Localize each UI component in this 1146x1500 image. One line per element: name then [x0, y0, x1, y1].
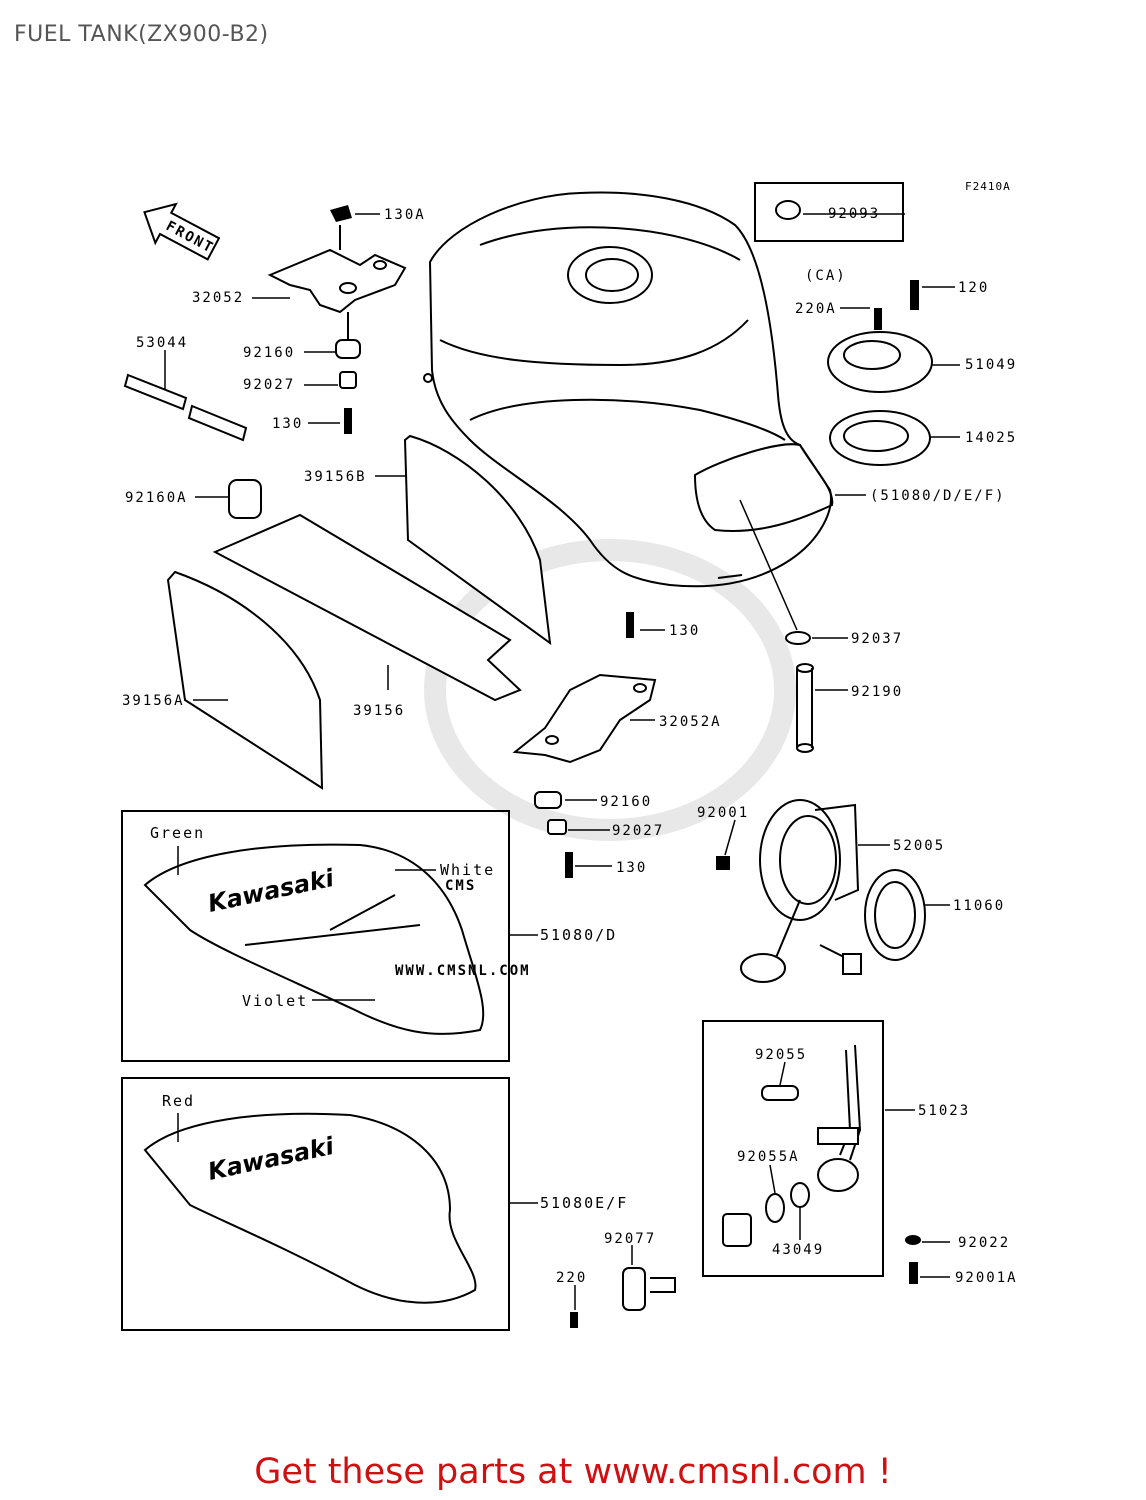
decal-inset-top — [121, 810, 510, 1062]
label-92022: 92022 — [958, 1235, 1010, 1251]
shop-callout-link[interactable]: Get these parts at www.cmsnl.com ! — [254, 1452, 892, 1492]
decal-top-logo: Kawasaki — [205, 864, 337, 918]
label-51080-def: (51080/D/E/F) — [870, 488, 1006, 504]
label-130-low: 130 — [616, 860, 647, 876]
bolt-130a-icon — [330, 205, 352, 222]
watermark-brand: CMS — [445, 878, 476, 894]
bolt-130-low-icon — [565, 852, 573, 878]
cover-plate-illustration — [722, 1213, 752, 1247]
label-51080-d: 51080/D — [540, 926, 617, 944]
label-32052a: 32052A — [659, 714, 722, 730]
label-130a: 130A — [384, 207, 426, 223]
grommet-92160a-icon — [228, 479, 262, 519]
level-sensor-52005-illustration — [740, 799, 862, 983]
label-14025: 14025 — [965, 430, 1017, 446]
label-39156: 39156 — [353, 703, 405, 719]
decal-color-white: White — [440, 861, 495, 879]
label-51080-ef: 51080E/F — [540, 1194, 628, 1212]
label-220a: 220A — [795, 301, 837, 317]
label-92093: 92093 — [828, 206, 880, 222]
knob-92077-illustration — [622, 1267, 676, 1311]
label-92055: 92055 — [755, 1047, 807, 1063]
gasket-92055-icon — [761, 1085, 799, 1101]
clamp-92037-icon — [785, 631, 811, 645]
label-92160a: 92160A — [125, 490, 188, 506]
fuel-valve-51023-illustration — [817, 1044, 862, 1192]
leader-lines — [164, 213, 960, 1310]
label-130-mid: 130 — [669, 623, 700, 639]
figure-ref-code: F2410A — [965, 180, 1011, 193]
o-ring-92055a-icon — [765, 1193, 785, 1223]
label-92027-top: 92027 — [243, 377, 295, 393]
bracket-32052-illustration — [267, 225, 407, 340]
label-53044: 53044 — [136, 335, 188, 351]
pad-39156-illustration — [212, 513, 522, 702]
decal-color-green: Green — [150, 824, 205, 842]
label-32052: 32052 — [192, 290, 244, 306]
label-39156a: 39156A — [122, 693, 185, 709]
collar-92027-mid-icon — [547, 819, 567, 835]
label-43049: 43049 — [772, 1242, 824, 1258]
label-220: 220 — [556, 1270, 587, 1286]
box-92093 — [754, 182, 904, 242]
bracket-32052a-illustration — [512, 673, 657, 764]
collar-92027-top-icon — [339, 371, 357, 389]
cap-92093-icon — [775, 200, 801, 220]
bolt-130-top-icon — [344, 408, 352, 434]
label-120: 120 — [958, 280, 989, 296]
front-arrow-icon: FRONT — [143, 202, 221, 261]
decal-inset-bottom — [121, 1077, 510, 1331]
pad-39156b-illustration — [403, 434, 552, 646]
cap-assy-51049-illustration — [827, 331, 933, 393]
label-92160-mid: 92160 — [600, 794, 652, 810]
screw-220-icon — [570, 1312, 578, 1328]
label-92037: 92037 — [851, 631, 903, 647]
pump-screw-92001-icon — [716, 856, 730, 870]
bolt-220a-icon — [874, 308, 882, 330]
label-92001: 92001 — [697, 805, 749, 821]
hose-92190-illustration — [796, 663, 814, 753]
decal-bottom-logo: Kawasaki — [205, 1132, 337, 1186]
label-92001a: 92001A — [955, 1270, 1018, 1286]
label-92055a: 92055A — [737, 1149, 800, 1165]
label-92077: 92077 — [604, 1231, 656, 1247]
decal-color-violet: Violet — [242, 992, 308, 1010]
pad-39156a-illustration — [166, 570, 324, 790]
gasket-14025-illustration — [829, 410, 931, 466]
watermark-url: WWW.CMSNL.COM — [395, 963, 531, 979]
label-ca: (CA) — [805, 268, 847, 284]
label-51049: 51049 — [965, 357, 1017, 373]
grommet-92160-mid-icon — [534, 791, 562, 809]
label-92160-top: 92160 — [243, 345, 295, 361]
label-52005: 52005 — [893, 838, 945, 854]
diaphragm-43049-icon — [790, 1182, 810, 1208]
page-title: FUEL TANK(ZX900-B2) — [14, 22, 269, 47]
screw-92001a-icon — [909, 1262, 918, 1284]
decal-51080ef-illustration — [143, 1112, 477, 1304]
box-fuel-valve — [702, 1020, 884, 1277]
label-92027-mid: 92027 — [612, 823, 664, 839]
decal-51080d-illustration — [143, 843, 485, 1035]
damper-53044-illustration — [123, 373, 248, 442]
parts-diagram: CMS WWW.CMSNL.COM F2410A FRONT — [121, 180, 1018, 1331]
label-39156b: 39156B — [304, 469, 367, 485]
washer-92022-icon — [905, 1235, 921, 1245]
label-130-top: 130 — [272, 416, 303, 432]
label-51023: 51023 — [918, 1103, 970, 1119]
decal-top-leaders — [177, 846, 436, 1001]
gasket-11060-illustration — [864, 869, 926, 961]
grommet-92160-top-icon — [335, 339, 361, 359]
label-11060: 11060 — [953, 898, 1005, 914]
bolt-130-mid-icon — [626, 612, 634, 638]
bolt-120-icon — [910, 280, 919, 310]
fuel-tank-illustration — [423, 191, 834, 588]
label-92190: 92190 — [851, 684, 903, 700]
decal-color-red: Red — [162, 1092, 195, 1110]
